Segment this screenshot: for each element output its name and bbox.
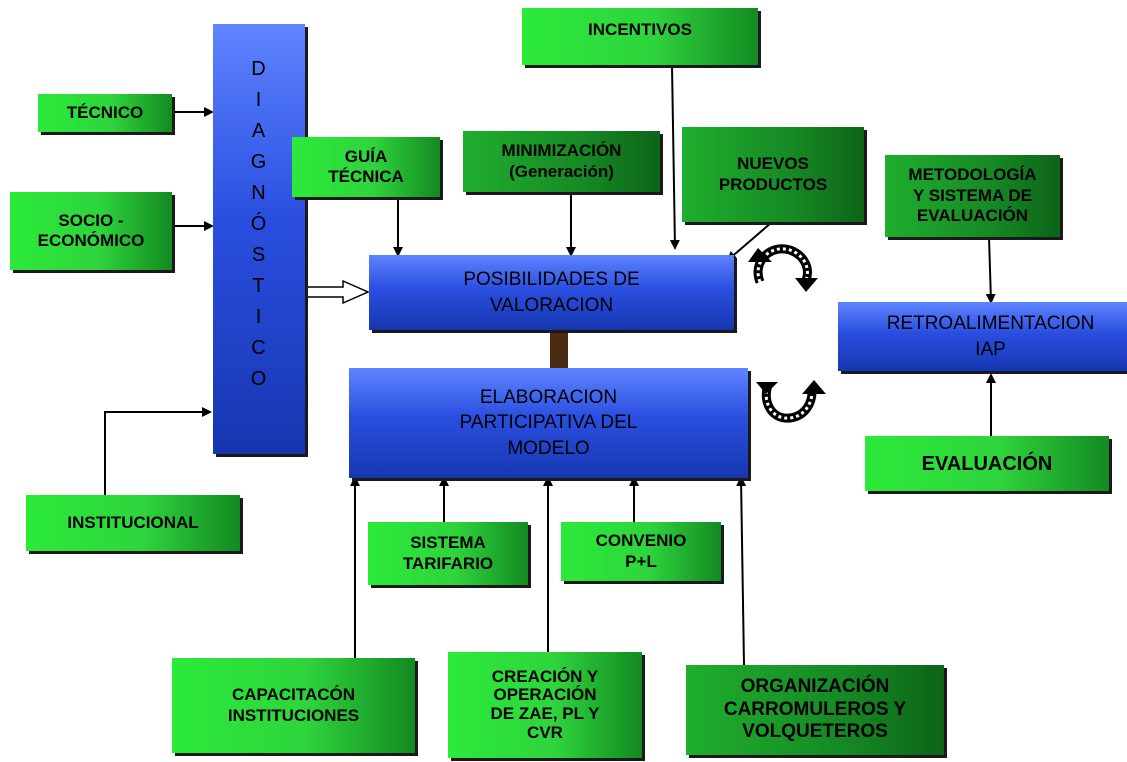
creacion-box: CREACIÓN Y OPERACIÓN DE ZAE, PL Y CVR xyxy=(448,652,642,758)
institucional-box: INSTITUCIONAL xyxy=(26,495,240,551)
sistema-tarifario-box: SISTEMA TARIFARIO xyxy=(368,522,528,585)
diag-letter: S xyxy=(251,244,267,266)
diag-letter: G xyxy=(250,151,268,173)
diag-letter: A xyxy=(251,120,267,142)
guia-tecnica-box: GUÍA TÉCNICA xyxy=(292,137,440,197)
diag-letter: Ó xyxy=(250,213,268,235)
arrow-metodologia xyxy=(985,236,996,304)
retroalimentacion-box: RETROALIMENTACION IAP xyxy=(838,302,1127,371)
evaluacion-box: EVALUACIÓN xyxy=(865,436,1109,491)
posibilidades-box: POSIBILIDADES DE VALORACION xyxy=(369,255,734,330)
arrow-institucional xyxy=(104,407,212,495)
diagnostico-box: D I A G N Ó S T I C O xyxy=(213,24,305,454)
diag-letter: O xyxy=(250,368,268,390)
arrow-organizacion xyxy=(736,476,747,666)
arrow-nuevos xyxy=(726,221,773,262)
diag-letter: I xyxy=(255,89,263,111)
cycle-arrow-icon-bottom xyxy=(756,380,826,423)
arrow-incentivos xyxy=(669,64,680,250)
metodologia-box: METODOLOGÍA Y SISTEMA DE EVALUACIÓN xyxy=(885,155,1060,237)
organizacion-box: ORGANIZACIÓN CARROMULEROS Y VOLQUETEROS xyxy=(686,665,944,755)
diag-letter: C xyxy=(251,337,267,359)
connector-bar xyxy=(550,330,568,368)
diag-letter: I xyxy=(255,306,263,328)
minimizacion-box: MINIMIZACIÓN (Generación) xyxy=(463,131,660,192)
convenio-box: CONVENIO P+L xyxy=(561,522,721,581)
nuevos-productos-box: NUEVOS PRODUCTOS xyxy=(682,127,864,222)
diag-letter: N xyxy=(251,182,267,204)
capacitacion-box: CAPACITACÓN INSTITUCIONES xyxy=(172,658,415,753)
incentivos-box: INCENTIVOS xyxy=(522,8,758,65)
diag-letter: D xyxy=(251,58,267,80)
diag-letter: T xyxy=(252,275,266,297)
tecnico-box: TÉCNICO xyxy=(38,94,172,132)
socio-economico-box: SOCIO - ECONÓMICO xyxy=(10,192,172,270)
cycle-arrow-icon-top xyxy=(748,244,818,292)
elaboracion-box: ELABORACION PARTICIPATIVA DEL MODELO xyxy=(349,368,748,478)
